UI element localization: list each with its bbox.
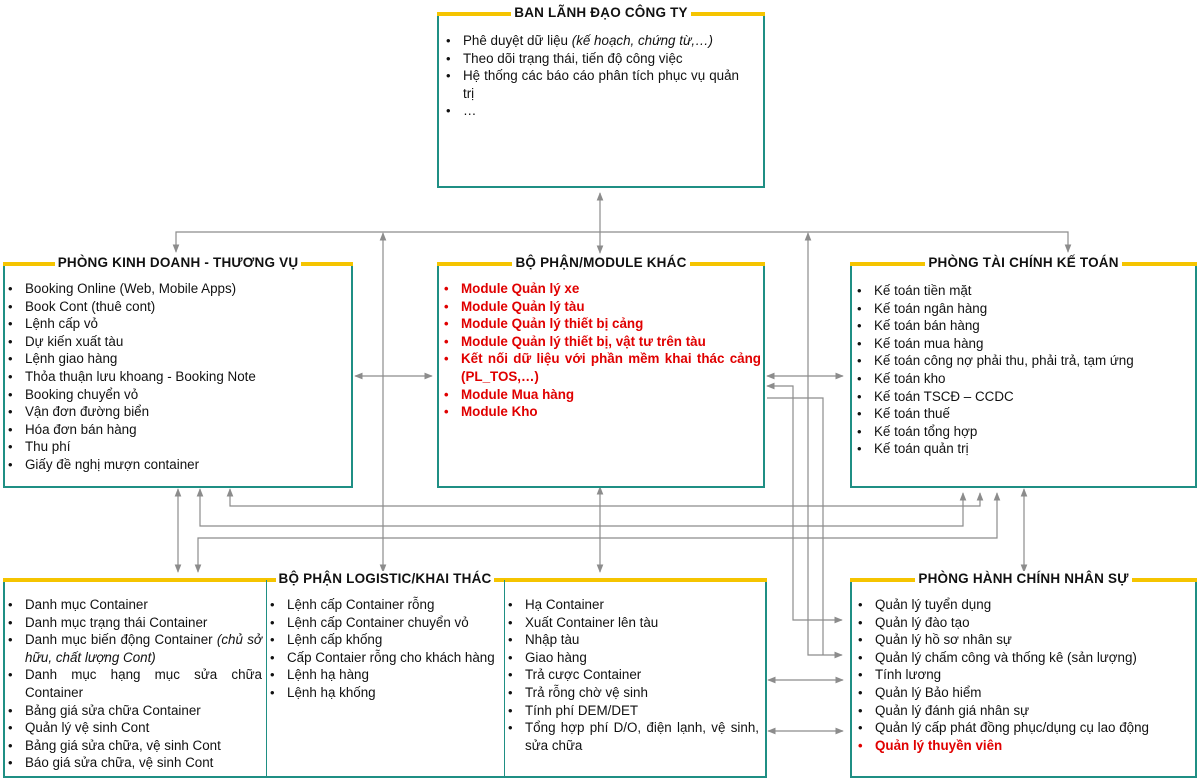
list-item: Cấp Contaier rỗng cho khách hàng <box>267 649 500 667</box>
list-item: Kế toán mua hàng <box>854 335 1194 353</box>
list-item: Lệnh giao hàng <box>5 350 345 368</box>
list-item: Quản lý vệ sinh Cont <box>5 719 262 737</box>
list-item: Lệnh hạ khống <box>267 684 500 702</box>
list-item: Nhập tàu <box>505 631 759 649</box>
modules-box: BỘ PHẬN/MODULE KHÁC Module Quản lý xe Mo… <box>437 255 765 488</box>
logistics-box: BỘ PHẬN LOGISTIC/KHAI THÁC Danh mục Cont… <box>3 571 767 778</box>
list-item: Thu phí <box>5 438 345 456</box>
connector-logistics-finance <box>194 492 1001 573</box>
list-item: Kế toán TSCĐ – CCDC <box>854 388 1194 406</box>
list-item: Lệnh hạ hàng <box>267 666 500 684</box>
list-item: Quản lý đánh giá nhân sự <box>855 702 1197 720</box>
connector-sales-logistics-2 <box>196 488 967 527</box>
connector-leader-to-hr <box>804 232 843 659</box>
list-item: Tính phí DEM/DET <box>505 702 759 720</box>
list-item: Quản lý cấp phát đồng phục/dụng cụ lao đ… <box>855 719 1197 737</box>
list-item: Hệ thống các báo cáo phân tích phục vụ q… <box>443 67 739 102</box>
list-item: Xuất Container lên tàu <box>505 614 759 632</box>
list-item: Quản lý thuyền viên <box>855 737 1197 755</box>
list-item: Tính lương <box>855 666 1197 684</box>
list-item: Danh mục trạng thái Container <box>5 614 262 632</box>
logistics-column-3: Hạ Container Xuất Container lên tàu Nhập… <box>505 580 763 776</box>
list-item: Theo dõi trạng thái, tiến độ công việc <box>443 50 739 68</box>
list-item: Kế toán bán hàng <box>854 317 1194 335</box>
connector-modules-hr-2 <box>767 397 824 655</box>
list-item: Vận đơn đường biển <box>5 403 345 421</box>
list-item: Booking chuyển vỏ <box>5 386 345 404</box>
list-item: Kế toán tiền mặt <box>854 282 1194 300</box>
sales-box: PHÒNG KINH DOANH - THƯƠNG VỤ Booking Onl… <box>3 255 353 488</box>
list-item: Quản lý đào tạo <box>855 614 1197 632</box>
list-item: Quản lý chấm công và thống kê (sản lượng… <box>855 649 1197 667</box>
hr-box: PHÒNG HÀNH CHÍNH NHÂN SỰ Quản lý tuyển d… <box>850 571 1197 778</box>
connector-sales-finance <box>226 488 984 507</box>
list-item: Kế toán ngân hàng <box>854 300 1194 318</box>
finance-title: PHÒNG TÀI CHÍNH KẾ TOÁN <box>925 255 1122 270</box>
list-item: Module Kho <box>441 403 761 421</box>
list-item: Kết nối dữ liệu với phần mềm khai thác c… <box>441 350 761 385</box>
list-item: Quản lý Bảo hiểm <box>855 684 1197 702</box>
sales-list: Booking Online (Web, Mobile Apps) Book C… <box>5 280 345 474</box>
leadership-list: Phê duyệt dữ liệu (kế hoạch, chứng từ,…)… <box>443 32 739 120</box>
list-item: Báo giá sửa chữa, vệ sinh Cont <box>5 754 262 772</box>
finance-box: PHÒNG TÀI CHÍNH KẾ TOÁN Kế toán tiền mặt… <box>850 255 1197 488</box>
list-item: Giấy đề nghị mượn container <box>5 456 345 474</box>
list-item: Booking Online (Web, Mobile Apps) <box>5 280 345 298</box>
list-item: Lệnh cấp Container rỗng <box>267 596 500 614</box>
list-item: Lệnh cấp vỏ <box>5 315 345 333</box>
list-item: Bảng giá sửa chữa Container <box>5 702 262 720</box>
modules-title: BỘ PHẬN/MODULE KHÁC <box>512 255 690 270</box>
connector-leader-to-sales <box>172 231 600 253</box>
list-item: Quản lý tuyển dụng <box>855 596 1197 614</box>
list-item: Giao hàng <box>505 649 759 667</box>
connector-modules-hr-1 <box>766 382 843 624</box>
hr-title: PHÒNG HÀNH CHÍNH NHÂN SỰ <box>915 571 1132 586</box>
list-item: Thỏa thuận lưu khoang - Booking Note <box>5 368 345 386</box>
list-item: Module Quản lý xe <box>441 280 761 298</box>
list-item: Danh mục Container <box>5 596 262 614</box>
list-item: Kế toán quản trị <box>854 440 1194 458</box>
list-item: Dự kiến xuất tàu <box>5 333 345 351</box>
list-item: Kế toán kho <box>854 370 1194 388</box>
sales-title: PHÒNG KINH DOANH - THƯƠNG VỤ <box>54 255 302 270</box>
list-item: Hóa đơn bán hàng <box>5 421 345 439</box>
logistics-column-2: Lệnh cấp Container rỗng Lệnh cấp Contain… <box>267 580 505 776</box>
list-item: Lệnh cấp khống <box>267 631 500 649</box>
list-item: Danh mục hạng mục sửa chữa Container <box>5 666 262 701</box>
leadership-title: BAN LÃNH ĐẠO CÔNG TY <box>511 5 691 20</box>
list-item: Trả cược Container <box>505 666 759 684</box>
finance-list: Kế toán tiền mặt Kế toán ngân hàng Kế to… <box>854 282 1194 458</box>
list-item: Bảng giá sửa chữa, vệ sinh Cont <box>5 737 262 755</box>
logistics-column-1: Danh mục Container Danh mục trạng thái C… <box>5 580 267 776</box>
list-item: Module Quản lý thiết bị cảng <box>441 315 761 333</box>
list-item: Lệnh cấp Container chuyển vỏ <box>267 614 500 632</box>
list-item: Module Quản lý tàu <box>441 298 761 316</box>
leadership-box: BAN LÃNH ĐẠO CÔNG TY Phê duyệt dữ liệu (… <box>437 5 765 188</box>
list-item: Quản lý hồ sơ nhân sự <box>855 631 1197 649</box>
hr-list: Quản lý tuyển dụng Quản lý đào tạo Quản … <box>855 596 1197 754</box>
modules-list: Module Quản lý xe Module Quản lý tàu Mod… <box>441 280 761 421</box>
list-item: Book Cont (thuê cont) <box>5 298 345 316</box>
list-item: Kế toán công nợ phải thu, phải trả, tạm … <box>854 352 1194 370</box>
list-item: Module Mua hàng <box>441 386 761 404</box>
list-item: Kế toán thuế <box>854 405 1194 423</box>
list-item: Hạ Container <box>505 596 759 614</box>
list-item: Kế toán tổng hợp <box>854 423 1194 441</box>
list-item: … <box>443 102 739 120</box>
list-item: Trả rỗng chờ vệ sinh <box>505 684 759 702</box>
list-item: Module Quản lý thiết bị, vật tư trên tàu <box>441 333 761 351</box>
list-item: Tổng hợp phí D/O, điện lạnh, vệ sinh, sử… <box>505 719 759 754</box>
list-item: Danh mục biến động Container (chủ sở hữu… <box>5 631 262 666</box>
logistics-title: BỘ PHẬN LOGISTIC/KHAI THÁC <box>275 571 495 586</box>
connector-leader-to-finance <box>600 231 1072 253</box>
list-item: Phê duyệt dữ liệu (kế hoạch, chứng từ,…) <box>443 32 739 50</box>
